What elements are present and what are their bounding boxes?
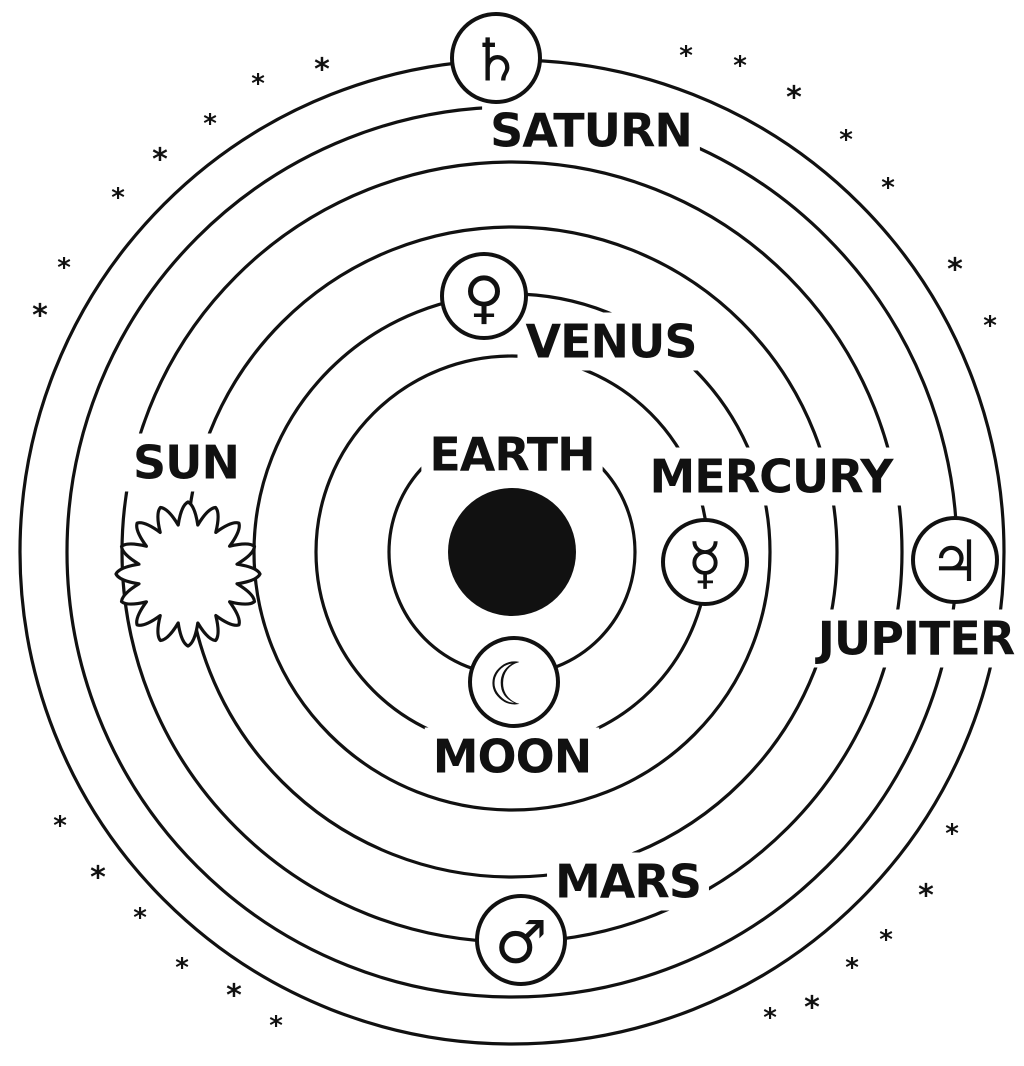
mercury-symbol-icon: ☿ [688,531,723,597]
jupiter-badge-ring [911,516,999,604]
mars-badge-ring [475,894,567,986]
earth-label: EARTH [429,428,594,482]
star-icon: * [32,299,48,334]
jupiter-symbol-icon: ♃ [929,529,980,595]
star-icon: * [879,925,893,955]
star-icon: * [679,41,693,71]
venus-symbol-icon: ♀ [463,265,505,331]
star-icon: * [881,173,895,203]
venus-label: VENUS [525,315,696,369]
sun-rays [114,500,262,648]
venus-label-group: VENUS [517,312,705,371]
star-icon: * [983,311,997,341]
star-icon: * [152,143,168,178]
earth-label-group: EARTH [421,425,603,484]
jupiter-label: JUPITER [815,612,1015,666]
mars-label: MARS [555,855,701,909]
star-icon: * [947,253,963,288]
mercury-badge: ☿ [661,518,749,606]
star-icon: * [175,953,189,983]
mars-symbol-icon: ♂ [495,908,548,977]
body-labels: SATURN VENUS MERCURY SUN JUPITER MOON MARS EART… [125,101,1023,911]
venus-badge-ring [440,252,528,340]
moon-badge-ring [468,636,560,728]
star-icon: * [839,125,853,155]
star-icon: * [203,109,217,139]
moon-badge: ☾ [468,636,560,728]
saturn-badge: ♄ [450,12,542,104]
mercury-label-group: MERCURY [641,447,903,506]
star-icon: * [90,861,106,896]
mercury-label: MERCURY [650,450,895,504]
jupiter-badge: ♃ [911,516,999,604]
saturn-badge-ring [450,12,542,104]
star-icon: * [314,53,330,88]
moon-label-group: MOON [424,727,600,786]
star-icon: * [251,69,265,99]
star-icon: * [845,953,859,983]
star-icon: * [918,879,934,914]
saturn-label: SATURN [490,104,692,158]
star-icon: * [133,903,147,933]
moon-label: MOON [433,730,591,784]
jupiter-label-group: JUPITER [806,609,1023,668]
mercury-badge-ring [661,518,749,606]
star-icon: * [57,253,71,283]
crescent-moon-icon: ☾ [488,650,541,719]
star-icon: * [786,81,802,116]
body-symbols: ♄ ♀ ☿ ♃ ☾ ♂ [114,12,999,986]
saturn-symbol-icon: ♄ [470,26,523,95]
star-icon: * [53,811,67,841]
fixed-stars: * * * * * * * * * * * * * * * * * * * * * * * * * * [32,41,997,1041]
venus-badge: ♀ [440,252,528,340]
star-icon: * [111,183,125,213]
mars-label-group: MARS [547,852,709,911]
star-icon: * [226,979,242,1014]
mars-badge: ♂ [475,894,567,986]
earth-disc [448,488,576,616]
sun-label: SUN [133,436,239,490]
star-icon: * [733,51,747,81]
star-icon: * [804,991,820,1026]
sun-label-group: SUN [125,433,247,492]
star-icon: * [269,1011,283,1041]
star-icon: * [945,819,959,849]
sun-icon [114,500,262,648]
earth [448,488,576,616]
saturn-label-group: SATURN [482,101,700,160]
star-icon: * [763,1003,777,1033]
